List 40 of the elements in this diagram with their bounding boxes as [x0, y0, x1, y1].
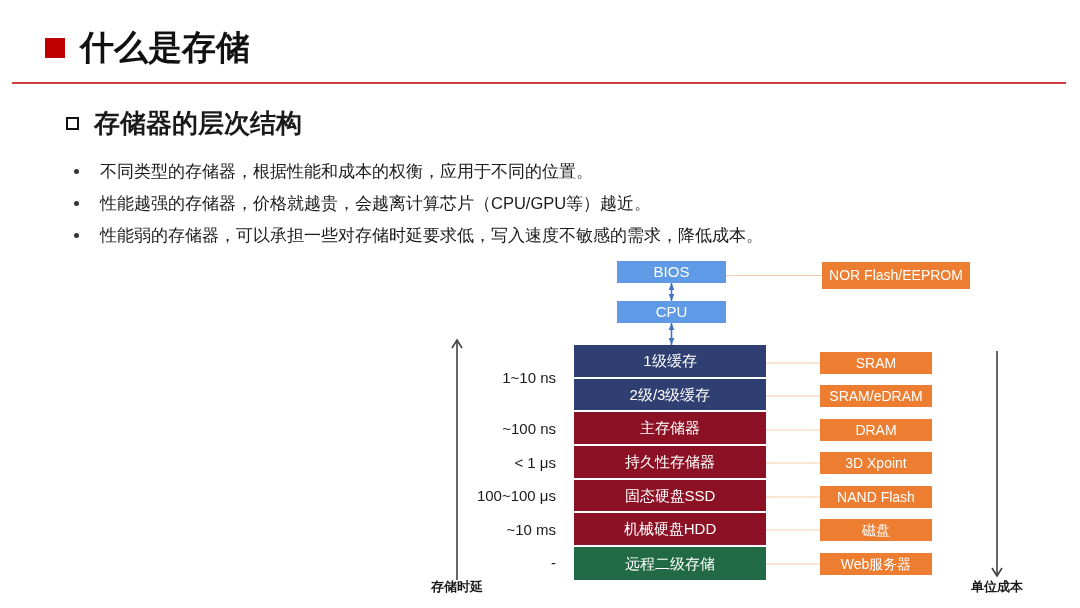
- double-arrow: [668, 282, 675, 302]
- component-box: CPU: [617, 301, 726, 323]
- technology-tag: SRAM/eDRAM: [820, 385, 932, 407]
- technology-tag: SRAM: [820, 352, 932, 374]
- connector-line: [765, 429, 821, 431]
- memory-level-box: 持久性存储器: [574, 446, 766, 478]
- section-heading: 存储器的层次结构: [94, 106, 302, 140]
- latency-label: 1~10 ns: [502, 368, 556, 388]
- technology-tag: 3D Xpoint: [820, 452, 932, 474]
- latency-label: ~10 ms: [506, 520, 556, 540]
- latency-label: 100~100 μs: [476, 486, 556, 506]
- bullet-text: 性能弱的存储器，可以承担一些对存储时延要求低，写入速度不敏感的需求，降低成本。: [100, 224, 763, 246]
- memory-level-box: 远程二级存储: [574, 547, 766, 580]
- connector-line: [765, 395, 821, 397]
- slide-title: 什么是存储: [80, 26, 250, 68]
- technology-tag: NOR Flash/EEPROM: [822, 262, 970, 289]
- connector-line: [765, 362, 821, 364]
- axis-label: 存储时延: [431, 578, 483, 596]
- technology-tag: Web服务器: [820, 553, 932, 575]
- component-box: BIOS: [617, 261, 726, 283]
- connector-line: [765, 462, 821, 464]
- memory-level-box: 主存储器: [574, 412, 766, 444]
- memory-level-box: 2级/3级缓存: [574, 379, 766, 410]
- latency-label: -: [551, 553, 556, 573]
- technology-tag: 磁盘: [820, 519, 932, 541]
- bullet-text: 性能越强的存储器，价格就越贵，会越离计算芯片（CPU/GPU等）越近。: [100, 192, 652, 214]
- connector-line: [765, 563, 821, 565]
- technology-tag: NAND Flash: [820, 486, 932, 508]
- memory-level-box: 固态硬盘SSD: [574, 480, 766, 511]
- connector-line: [765, 496, 821, 498]
- connector-line: [765, 529, 821, 531]
- technology-tag: DRAM: [820, 419, 932, 441]
- axis-label: 单位成本: [971, 578, 1023, 596]
- memory-level-box: 1级缓存: [574, 345, 766, 377]
- latency-label: < 1 μs: [514, 453, 556, 473]
- bullet-text: 不同类型的存储器，根据性能和成本的权衡，应用于不同的位置。: [100, 160, 593, 182]
- memory-level-box: 机械硬盘HDD: [574, 513, 766, 545]
- latency-label: ~100 ns: [502, 419, 556, 439]
- double-arrow: [668, 322, 675, 346]
- connector-line: [725, 274, 823, 277]
